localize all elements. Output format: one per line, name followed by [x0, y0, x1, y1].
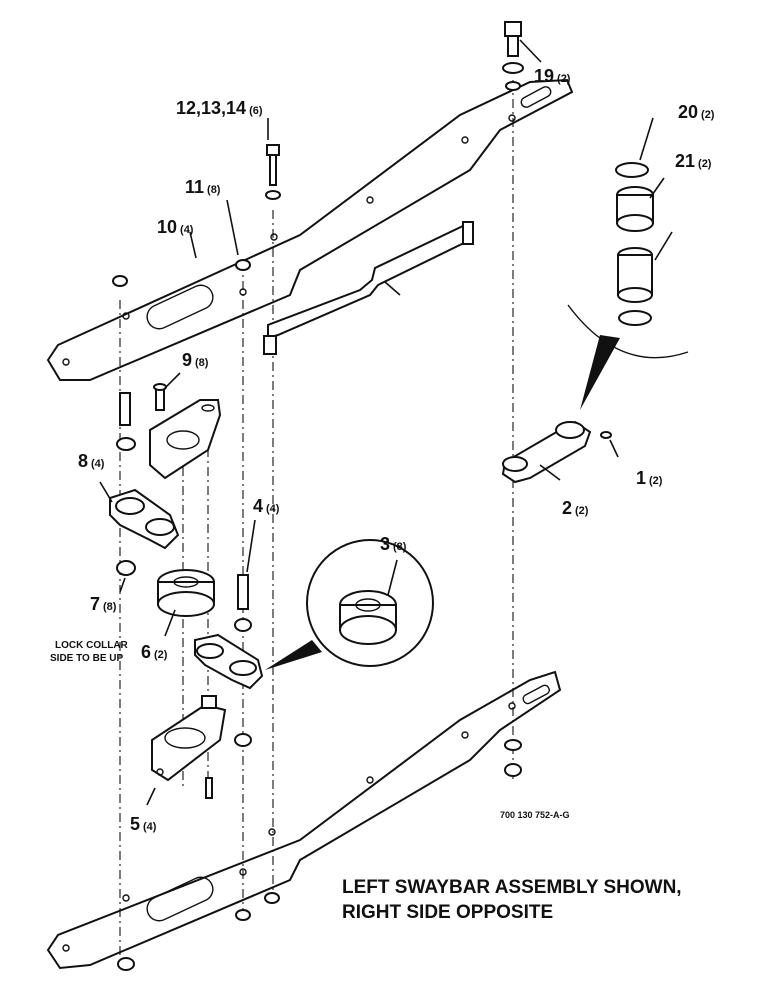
upper-swaybar-plate [46, 78, 574, 381]
lower-swaybar-plate [46, 670, 562, 970]
mount-plate-upper [149, 399, 222, 480]
upper-plate-slot [146, 284, 214, 330]
lock-collar-note-line2: SIDE TO BE UP [50, 653, 123, 664]
callout-15-16-16-17: 19(2) [534, 66, 571, 86]
arm-part-2 [501, 420, 612, 484]
callout-12-13-14: 12,13,14(6) [176, 98, 263, 118]
lower-plate-slot [146, 876, 214, 922]
callout-19: 21(2) [675, 151, 712, 171]
caption-line1: LEFT SWAYBAR ASSEMBLY SHOWN, [342, 877, 682, 898]
upper-plate-end-slot [520, 86, 552, 108]
mount-plate-lower [151, 703, 227, 782]
detail-pointer-left [265, 640, 322, 670]
callout-9: 9(8) [182, 350, 209, 370]
link-lower [194, 633, 264, 690]
callout-2: 2(2) [562, 498, 589, 518]
callout-18: 20(2) [678, 102, 715, 122]
detail-pointer-right [580, 335, 620, 410]
bolt-12-14 [265, 144, 281, 200]
bushing-stack [615, 162, 654, 326]
caption-line2: RIGHT SIDE OPPOSITE [342, 902, 553, 923]
callout-7: 7(8) [90, 594, 117, 614]
top-bolt [502, 21, 524, 91]
callout-10: 10(4) [157, 217, 194, 237]
callout-1: 1(2) [636, 468, 663, 488]
callout-6: 6(2) [141, 642, 168, 662]
drawing-number: 700 130 752-A-G [500, 810, 570, 820]
bearing-part-6 [157, 569, 215, 617]
callout-11: 11(8) [185, 177, 221, 197]
callout-5: 5(4) [130, 814, 157, 834]
link-part-8 [109, 488, 180, 550]
lock-collar-note-line1: LOCK COLLAR [55, 640, 129, 651]
callout-3: 3(8) [380, 534, 407, 554]
callout-4: 4(4) [253, 496, 280, 516]
callout-8: 8(4) [78, 451, 105, 471]
